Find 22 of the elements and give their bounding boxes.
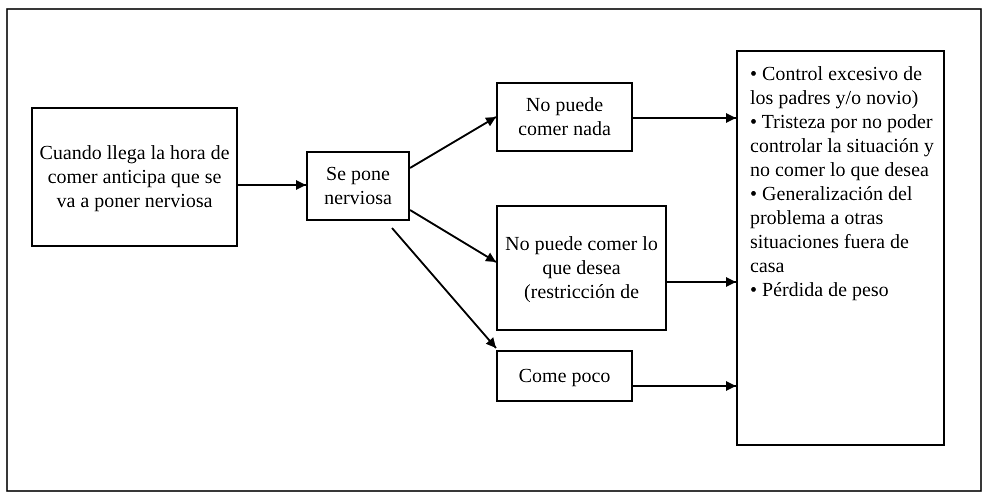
arrow [238, 180, 306, 190]
arrow [409, 209, 497, 263]
process-box [496, 205, 667, 331]
outcome-box [736, 50, 945, 446]
process-box [496, 82, 633, 152]
arrow [410, 116, 496, 169]
node-label: Come poco [518, 364, 610, 388]
arrow [391, 227, 497, 349]
process-box [306, 151, 410, 221]
node-label: No puede comer lo que desea (restricción de [504, 232, 659, 304]
arrow [667, 277, 736, 287]
bullet-item: • Control excesivo de los padres y/o novio) [750, 62, 923, 110]
bullet-item: • Generalización del problema a otras situaciones fuera de casa [750, 182, 914, 278]
node-label: Cuando llega la hora de comer anticipa que se va a poner nerviosa [38, 141, 230, 213]
process-box [31, 107, 238, 247]
process-box [496, 350, 633, 402]
arrow [633, 381, 736, 391]
node-label: Se pone nerviosa [323, 162, 393, 210]
bullet-item: • Tristeza por no poder controlar la situación y no comer lo que desea [750, 110, 935, 182]
node-label: No puede comer nada [517, 93, 612, 141]
bullet-item: • Pérdida de peso [750, 278, 889, 302]
arrow [633, 113, 736, 123]
